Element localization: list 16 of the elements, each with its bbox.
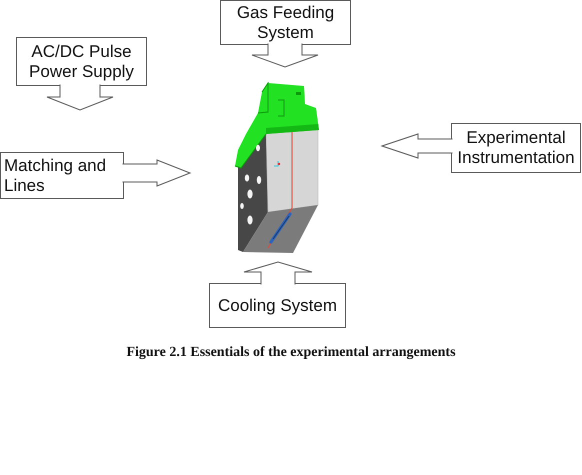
block-arrow <box>252 43 318 68</box>
callout-box <box>220 0 351 45</box>
callout-box <box>0 152 124 199</box>
figure-caption: Figure 2.1 Essentials of the experimental arrangements <box>126 344 456 361</box>
callout-box <box>16 37 147 86</box>
callout-label: Gas Feeding System <box>236 2 336 42</box>
block-arrow <box>46 84 114 111</box>
callout-label: Experimental Instrumentation <box>456 128 576 168</box>
callout-box <box>209 283 346 328</box>
callout-label: Cooling System <box>218 296 338 316</box>
callout-label: Matching and Lines <box>4 156 108 196</box>
block-arrow <box>122 159 192 187</box>
device-drawing <box>234 82 322 254</box>
callout-label: AC/DC Pulse Power Supply <box>28 42 135 82</box>
block-arrow <box>244 261 312 285</box>
block-arrow <box>380 133 453 159</box>
